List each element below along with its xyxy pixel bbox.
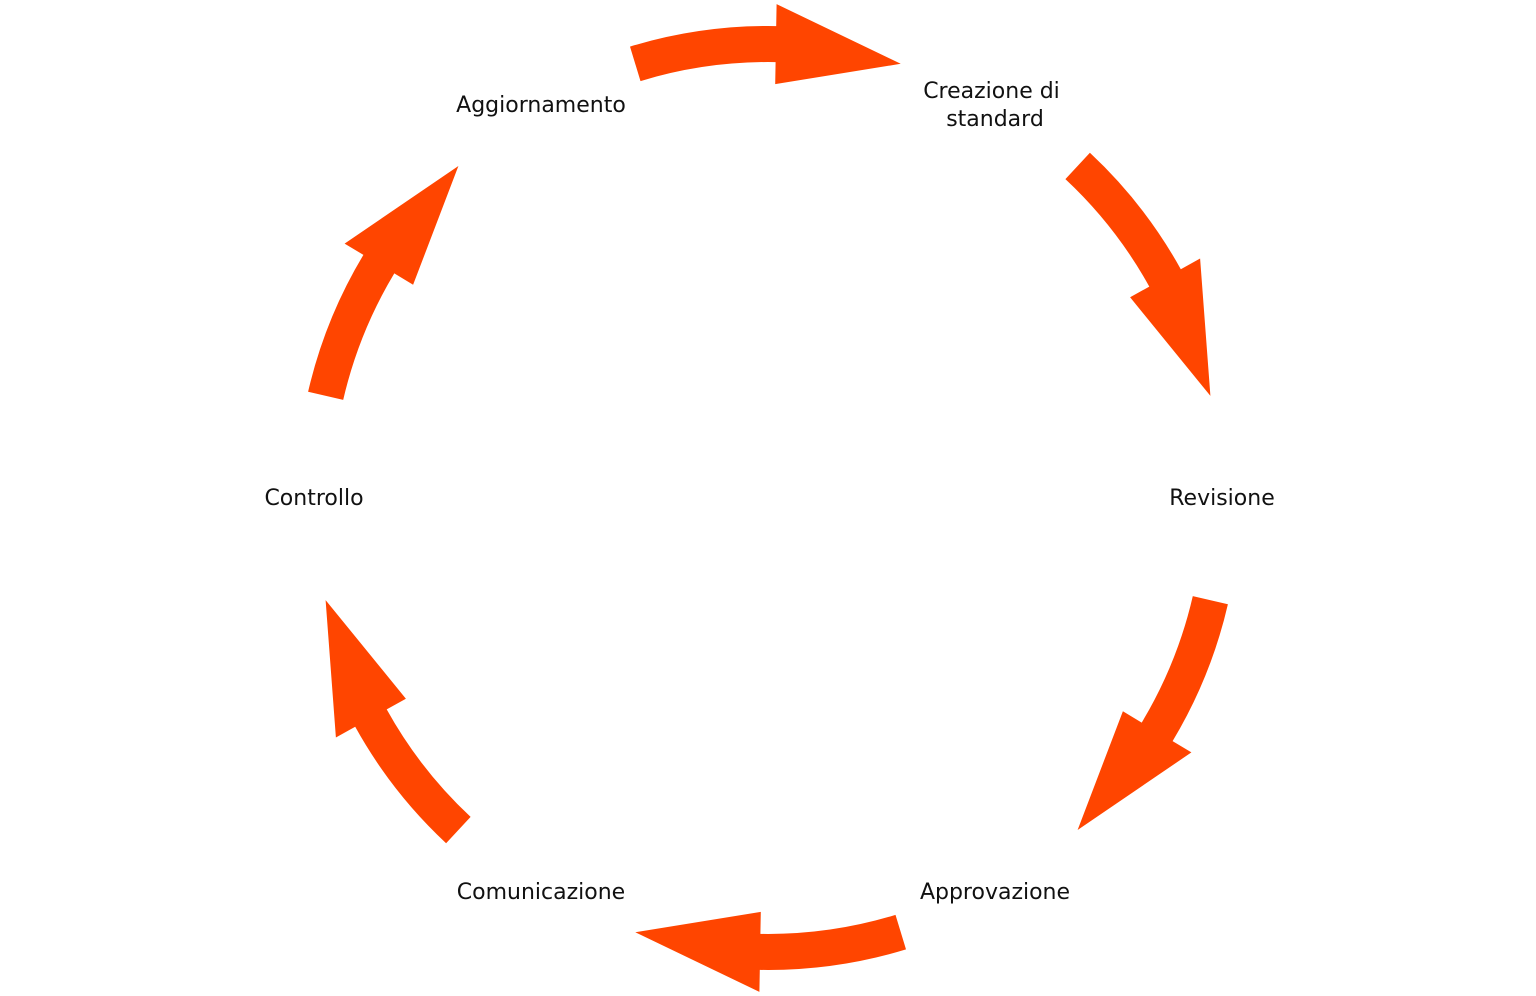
step-label-controllo: Controllo bbox=[264, 486, 363, 511]
step-label-line: Controllo bbox=[264, 486, 363, 511]
curved-arrow-icon bbox=[630, 4, 901, 85]
curved-arrow-icon bbox=[1077, 596, 1228, 830]
step-label-line: Comunicazione bbox=[457, 880, 625, 905]
step-label-line: Creazione di bbox=[923, 79, 1060, 104]
curved-arrow-icon bbox=[325, 600, 471, 844]
step-label-line: standard bbox=[946, 107, 1044, 132]
labels-layer: Creazione di standard Revisione Approvaz… bbox=[264, 79, 1274, 905]
curved-arrow-icon bbox=[1065, 152, 1211, 396]
curved-arrow-icon bbox=[635, 911, 906, 992]
step-label-aggiornamento: Aggiornamento bbox=[456, 93, 626, 118]
step-label-line: Revisione bbox=[1169, 486, 1274, 511]
step-label-approvazione: Approvazione bbox=[920, 880, 1070, 905]
arrows-layer bbox=[308, 4, 1228, 992]
step-label-comunicazione: Comunicazione bbox=[457, 880, 625, 905]
step-label-creazione-di-standard: Creazione di standard bbox=[923, 79, 1067, 132]
step-label-line: Aggiornamento bbox=[456, 93, 626, 118]
step-label-line: Approvazione bbox=[920, 880, 1070, 905]
curved-arrow-icon bbox=[308, 166, 459, 400]
step-label-revisione: Revisione bbox=[1169, 486, 1274, 511]
